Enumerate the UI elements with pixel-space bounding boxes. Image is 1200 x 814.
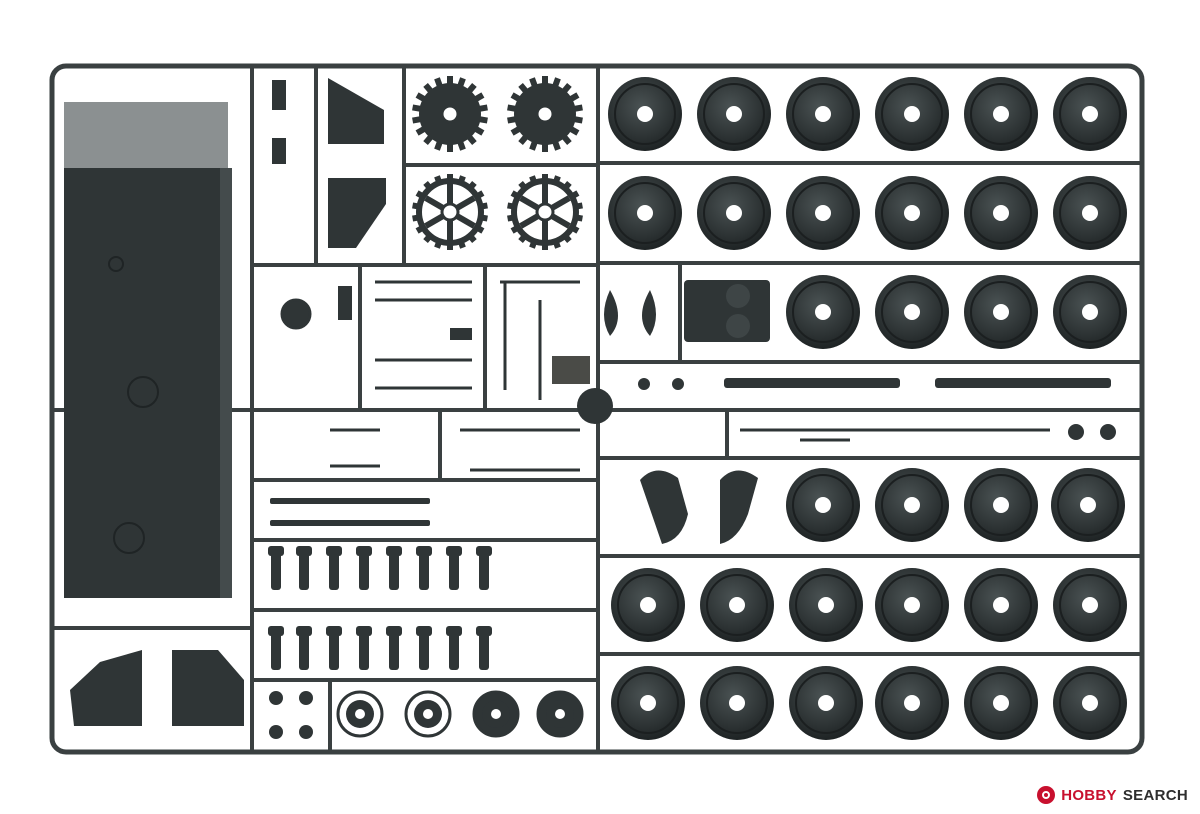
road-wheel: [1053, 275, 1127, 349]
track-link: [268, 546, 284, 590]
track-link: [416, 546, 432, 590]
track-link: [386, 546, 402, 590]
road-wheel: [1053, 666, 1127, 740]
road-wheel: [875, 468, 949, 542]
hobbysearch-logo-icon: [1037, 786, 1056, 804]
drive-sprocket: [507, 174, 583, 250]
return-roller: [336, 690, 384, 738]
road-wheel: [964, 275, 1038, 349]
drive-sprocket: [507, 76, 583, 152]
track-link: [326, 546, 342, 590]
road-wheel: [875, 176, 949, 250]
road-wheel: [1053, 176, 1127, 250]
track-link-group: [268, 546, 492, 670]
road-wheel: [875, 275, 949, 349]
return-roller: [536, 690, 584, 738]
road-wheel: [875, 77, 949, 151]
road-wheel: [1053, 77, 1127, 151]
road-wheel: [697, 77, 771, 151]
road-wheel: [1053, 568, 1127, 642]
road-wheel: [964, 666, 1038, 740]
road-wheel: [786, 176, 860, 250]
road-wheel: [700, 568, 774, 642]
hull-plate: [52, 102, 232, 598]
road-wheel: [700, 666, 774, 740]
track-link: [356, 626, 372, 670]
road-wheel: [964, 176, 1038, 250]
small-detail-parts: [269, 280, 1116, 739]
watermark-brand: HOBBY: [1061, 786, 1117, 804]
road-wheel: [964, 468, 1038, 542]
road-wheel: [786, 77, 860, 151]
track-link: [476, 626, 492, 670]
track-link: [268, 626, 284, 670]
track-link: [296, 546, 312, 590]
road-wheel: [608, 77, 682, 151]
hatch-part: [684, 280, 770, 342]
long-rods: [270, 378, 1111, 526]
road-wheel: [697, 176, 771, 250]
road-wheel: [608, 176, 682, 250]
track-link: [356, 546, 372, 590]
drive-sprocket: [412, 76, 488, 152]
road-wheel: [786, 468, 860, 542]
track-link: [386, 626, 402, 670]
internal-runners: [52, 66, 1142, 752]
road-wheel: [786, 275, 860, 349]
track-link: [476, 546, 492, 590]
return-roller-group: [336, 690, 584, 738]
watermark-name: SEARCH: [1122, 786, 1188, 804]
road-wheel: [789, 666, 863, 740]
track-link: [326, 626, 342, 670]
road-wheel: [964, 77, 1038, 151]
watermark: HOBBY SEARCH: [1037, 786, 1188, 804]
road-wheel: [611, 666, 685, 740]
track-link: [416, 626, 432, 670]
side-plates: [70, 650, 244, 726]
road-wheel: [1051, 468, 1125, 542]
road-wheel: [611, 568, 685, 642]
track-link: [296, 626, 312, 670]
track-link: [446, 626, 462, 670]
bracket-parts: [272, 78, 386, 248]
drive-sprocket: [412, 174, 488, 250]
return-roller: [472, 690, 520, 738]
sprocket-group: [412, 76, 583, 250]
road-wheel: [875, 568, 949, 642]
track-link: [446, 546, 462, 590]
road-wheel: [789, 568, 863, 642]
road-wheel: [875, 666, 949, 740]
return-roller: [404, 690, 452, 738]
road-wheel: [964, 568, 1038, 642]
idler-arm-parts: [552, 290, 758, 544]
road-wheel-group: [608, 77, 1127, 740]
